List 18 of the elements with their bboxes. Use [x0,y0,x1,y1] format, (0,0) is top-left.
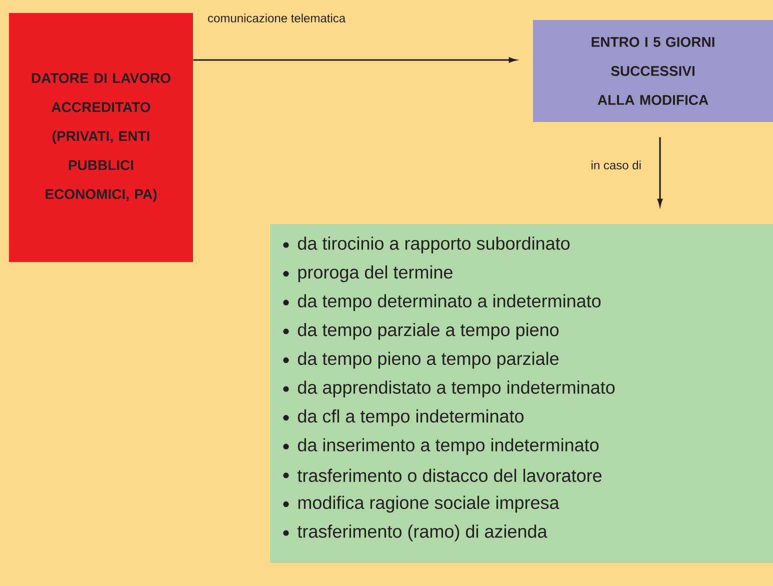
edge-label: in caso di [592,160,641,170]
list-item: da tempo determinato a indeterminato [283,294,601,311]
list-item: da tempo pieno a tempo parziale [283,352,559,369]
arrow [193,57,516,63]
cases-list-box [270,224,773,563]
arrow [657,137,663,206]
deadline-box: ENTRO I 5 GIORNI SUCCESSIVI ALLA MODIFICA [533,20,773,122]
list-item: modifica ragione sociale impresa [283,496,560,513]
list-item: da inserimento a tempo indeterminato [283,438,599,455]
list-item: trasferimento (ramo) di azienda [283,524,548,542]
employer-box: DATORE DI LAVORO ACCREDITATO (PRIVATI, ENTI PUBBLICI ECONOMICI, PA) [9,13,193,262]
list-item: trasferimento o distacco del lavoratore [283,468,602,482]
edge-label: comunicazione telematica [208,14,346,22]
list-item: da cfl a tempo indeterminato [283,409,524,426]
list-item: da apprendistato a tempo indeterminato [283,380,615,398]
list-item: da tempo parziale a tempo pieno [283,323,559,340]
list-item: da tirocinio a rapporto subordinato [283,236,570,254]
list-item: proroga del termine [283,265,452,282]
